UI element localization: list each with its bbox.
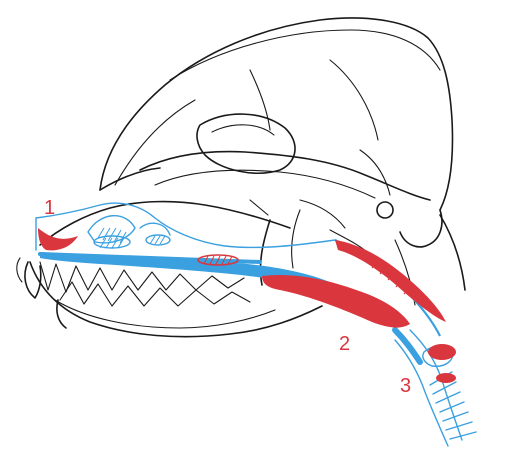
label-3: 3 [400, 375, 411, 397]
label-1: 1 [44, 197, 55, 219]
label-2: 2 [339, 333, 350, 355]
skull-outline [17, 18, 465, 337]
region-3-larynx [428, 344, 456, 360]
larynx-lower [436, 373, 456, 383]
nasal-airway-outline [36, 203, 335, 250]
region-2-soft-palate [262, 275, 410, 328]
